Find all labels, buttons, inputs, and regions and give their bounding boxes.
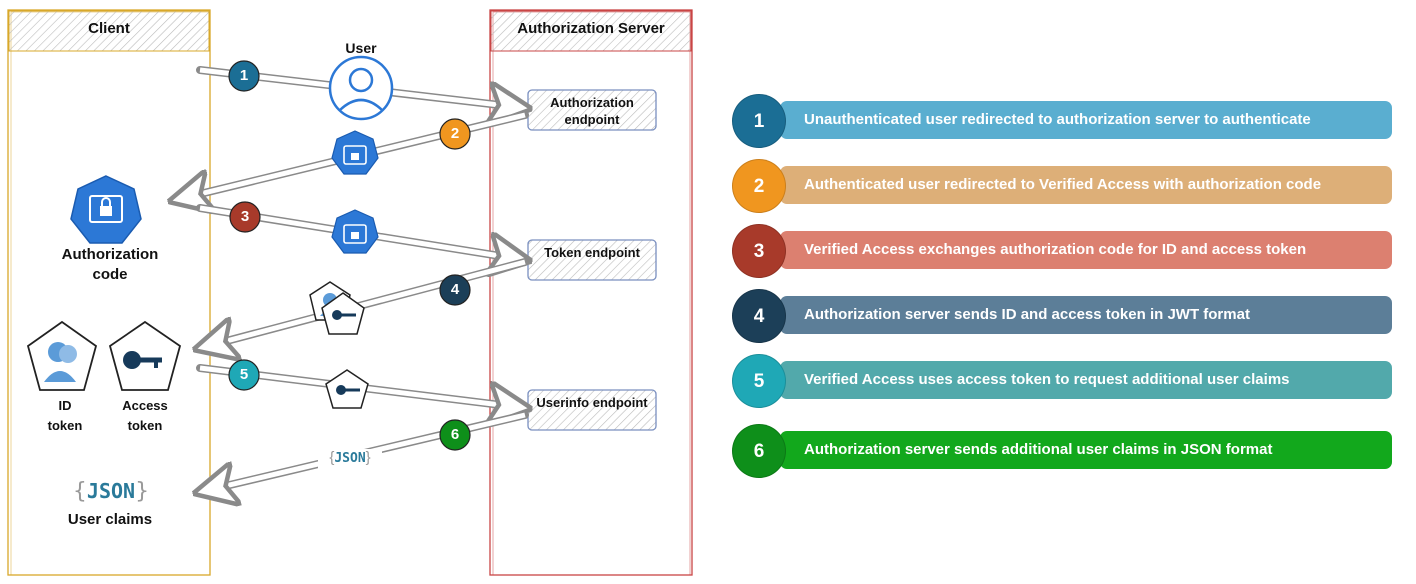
access-key-icon	[321, 292, 365, 335]
legend-text: Verified Access exchanges authorization …	[780, 231, 1392, 269]
step-badge-5	[228, 359, 260, 391]
user-icon	[328, 55, 394, 121]
step-badge-number: 6	[450, 426, 460, 443]
step-badge-3	[229, 201, 261, 233]
lock-badge-icon	[331, 209, 379, 254]
server-lane	[489, 9, 693, 576]
token-endpoint-label: Token endpoint	[544, 245, 640, 260]
json-icon: {JSON}	[318, 449, 382, 471]
legend-text: Verified Access uses access token to req…	[780, 361, 1392, 399]
legend-badge: 6	[732, 424, 786, 478]
id-token-label: ID token	[47, 398, 83, 433]
authorization-endpoint-label: Authorization endpoint	[550, 95, 634, 127]
legend-step-1: Unauthenticated user redirected to autho…	[732, 94, 1408, 148]
step-badge-number: 5	[239, 366, 249, 383]
access-key-icon	[108, 320, 182, 391]
legend-badge: 1	[732, 94, 786, 148]
legend-badge: 5	[732, 354, 786, 408]
legend-step-2: Authenticated user redirected to Verifie…	[732, 159, 1408, 213]
step-badge-number: 4	[450, 281, 460, 298]
step-badge-2	[439, 118, 471, 150]
legend-badge: 3	[732, 224, 786, 278]
legend-text: Unauthenticated user redirected to autho…	[780, 101, 1392, 139]
legend-step-5: Verified Access uses access token to req…	[732, 354, 1408, 408]
json-label: JSON	[86, 479, 136, 503]
legend-text: Authorization server sends additional us…	[780, 431, 1392, 469]
legend-step-6: Authorization server sends additional us…	[732, 424, 1408, 478]
access-token-label: Access token	[122, 398, 168, 433]
json-icon: {JSON}	[72, 479, 150, 504]
access-key-icon	[325, 369, 369, 409]
server-lane-title: Authorization Server	[517, 20, 665, 37]
client-lane-title: Client	[88, 20, 130, 37]
step-badge-number: 1	[239, 67, 249, 84]
lock-badge-icon	[331, 130, 379, 175]
id-token-icon	[26, 320, 98, 391]
legend-badge: 4	[732, 289, 786, 343]
user-claims-label: User claims	[67, 511, 153, 528]
json-label: JSON	[334, 451, 366, 466]
userinfo-endpoint-label: Userinfo endpoint	[536, 395, 648, 410]
authorization-code-label: Authorization code	[61, 246, 159, 283]
legend-text: Authenticated user redirected to Verifie…	[780, 166, 1392, 204]
legend-step-4: Authorization server sends ID and access…	[732, 289, 1408, 343]
step-badge-number: 3	[240, 208, 250, 225]
legend-step-3: Verified Access exchanges authorization …	[732, 224, 1408, 278]
step-badge-number: 2	[450, 125, 460, 142]
arrow-4	[200, 258, 529, 348]
legend-badge: 2	[732, 159, 786, 213]
legend-text: Authorization server sends ID and access…	[780, 296, 1392, 334]
lock-badge-icon	[70, 175, 142, 244]
step-badge-6	[439, 419, 471, 451]
step-badge-1	[228, 60, 260, 92]
client-lane	[7, 9, 211, 576]
step-badge-4	[439, 274, 471, 306]
user-label: User	[345, 40, 377, 56]
